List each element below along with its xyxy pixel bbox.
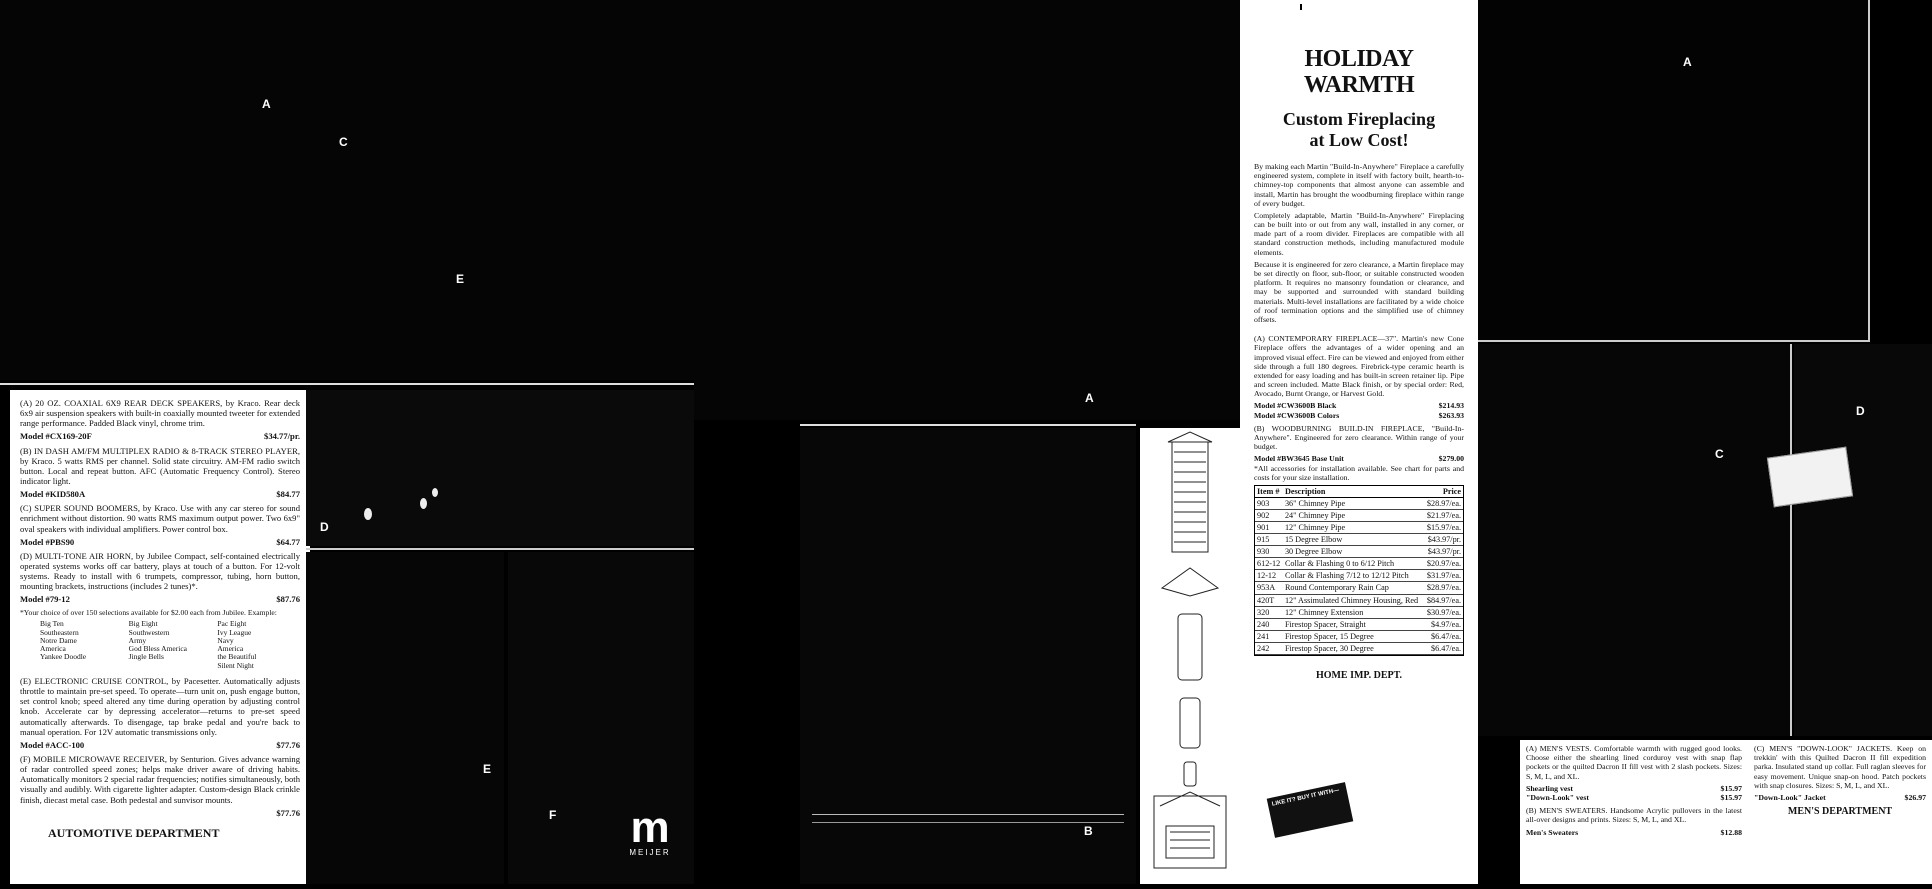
home-paragraph: Completely adaptable, Martin "Build-In-A…	[1254, 210, 1464, 257]
auto-model-d: Model #79-12$87.76	[20, 594, 300, 605]
home-note: *All accessories for installation availa…	[1254, 463, 1464, 482]
fireplace-diagram-panel	[1140, 428, 1240, 884]
mens-department-label: MEN'S DEPARTMENT	[1787, 806, 1893, 818]
auto-top-photo	[0, 0, 694, 380]
auto-model-c: Model #PBS90$64.77	[20, 536, 300, 547]
auto-item-d: (D) MULTI-TONE AIR HORN, by Jubilee Comp…	[20, 550, 300, 592]
mens-jacket-photo	[1794, 344, 1932, 736]
mens-sweater-photo	[1478, 344, 1790, 736]
photo-label-e-top: E	[456, 272, 465, 286]
photo-radar-receiver	[508, 552, 694, 884]
fireplace-top-photo	[694, 0, 1240, 420]
mens-item-b: (B) MEN'S SWEATERS. Handsome Acrylic pul…	[1526, 806, 1742, 825]
hearth-outline	[812, 814, 1124, 815]
sale-tag: LIKE IT? BUY IT WITH—	[1266, 782, 1354, 838]
meijer-wordmark: MEIJER	[629, 848, 671, 857]
photo-label-d: D	[320, 520, 329, 534]
horn-highlight	[364, 508, 372, 520]
divider-line	[1478, 340, 1868, 342]
photo-label-a-center: A	[1085, 391, 1094, 405]
home-model-a2: Model #CW3600B Colors$263.93	[1254, 410, 1464, 420]
hearth-outline	[812, 822, 1124, 823]
horn-highlight	[420, 498, 427, 509]
photo-cruise-control	[306, 552, 504, 884]
corner-mark	[1300, 4, 1302, 10]
divider-line	[0, 383, 694, 385]
mens-item-a: (A) MEN'S VESTS. Comfortable warmth with…	[1526, 744, 1742, 781]
auto-model-e: Model #ACC-100$77.76	[20, 739, 300, 750]
jubilee-note: *Your choice of over 150 selections avai…	[20, 607, 277, 617]
auto-item-e: (E) ELECTRONIC CRUISE CONTROL, by Pacese…	[20, 675, 300, 737]
home-model-b: Model #BW3645 Base Unit$279.00	[1254, 454, 1464, 464]
horn-highlight	[432, 488, 438, 497]
photo-label-f: F	[549, 808, 557, 822]
mens-column-right: (C) MEN'S "DOWN-LOOK" JACKETS. Keep on t…	[1748, 740, 1932, 884]
photo-label-a: A	[262, 97, 271, 111]
mens-item-c: (C) MEN'S "DOWN-LOOK" JACKETS. Keep on t…	[1754, 744, 1926, 790]
auto-model-f: $77.76	[276, 807, 300, 818]
auto-item-f: (F) MOBILE MICROWAVE RECEIVER, by Sentur…	[20, 753, 300, 805]
mens-price-a1: Shearling vest$15.97	[1526, 783, 1742, 793]
auto-model-b: Model #KID580A$84.77	[20, 489, 300, 500]
home-item-a: (A) CONTEMPORARY FIREPLACE—37". Martin's…	[1254, 334, 1464, 399]
mens-vest-photo	[1478, 0, 1868, 340]
auto-item-a: (A) 20 OZ. COAXIAL 6X9 REAR DECK SPEAKER…	[20, 398, 300, 429]
home-improvement-department-label: HOME IMP. DEPT.	[1315, 669, 1403, 681]
photo-label-d-right: D	[1856, 404, 1865, 418]
mens-price-b: Men's Sweaters$12.88	[1526, 827, 1742, 837]
auto-item-b: (B) IN DASH AM/FM MULTIPLEX RADIO & 8-TR…	[20, 445, 300, 486]
mens-price-c: "Down-Look" Jacket$26.97	[1754, 792, 1926, 802]
home-item-b: (B) WOODBURNING BUILD-IN FIREPLACE, "Bui…	[1254, 423, 1464, 452]
mens-price-a2: "Down-Look" vest$15.97	[1526, 792, 1742, 802]
photo-label-a-right: A	[1683, 55, 1692, 69]
fireplace-diagram	[1153, 431, 1227, 869]
mens-column-left: (A) MEN'S VESTS. Comfortable warmth with…	[1520, 740, 1748, 884]
fireplace-room-photo	[800, 428, 1136, 884]
divider-line	[306, 548, 694, 550]
home-paragraph: Because it is engineered for zero cleara…	[1254, 259, 1464, 324]
photo-label-e: E	[483, 762, 492, 776]
home-paragraph: By making each Martin "Build-In-Anywhere…	[1254, 161, 1464, 208]
photo-label-c: C	[339, 135, 348, 149]
photo-label-c-right: C	[1715, 447, 1724, 461]
automotive-column: (A) 20 OZ. COAXIAL 6X9 REAR DECK SPEAKER…	[10, 390, 310, 884]
home-model-a1: Model #CW3600B Black$214.93	[1254, 401, 1464, 411]
divider-line	[800, 424, 1136, 426]
auto-item-c: (C) SUPER SOUND BOOMERS, by Kraco. Use w…	[20, 503, 300, 534]
photo-air-horn	[306, 390, 694, 546]
automotive-department-label: AUTOMOTIVE DEPARTMENT	[48, 825, 220, 840]
photo-label-b-center: B	[1084, 824, 1093, 838]
meijer-logo-mark: m	[630, 803, 670, 852]
auto-model-a: Model #CX169-20F$34.77/pr.	[20, 431, 300, 442]
parts-table-header: Item # Description Price	[1255, 485, 1463, 499]
divider-line	[1790, 344, 1792, 736]
meijer-logo: m MEIJER	[628, 803, 672, 860]
divider-line	[1868, 0, 1870, 342]
